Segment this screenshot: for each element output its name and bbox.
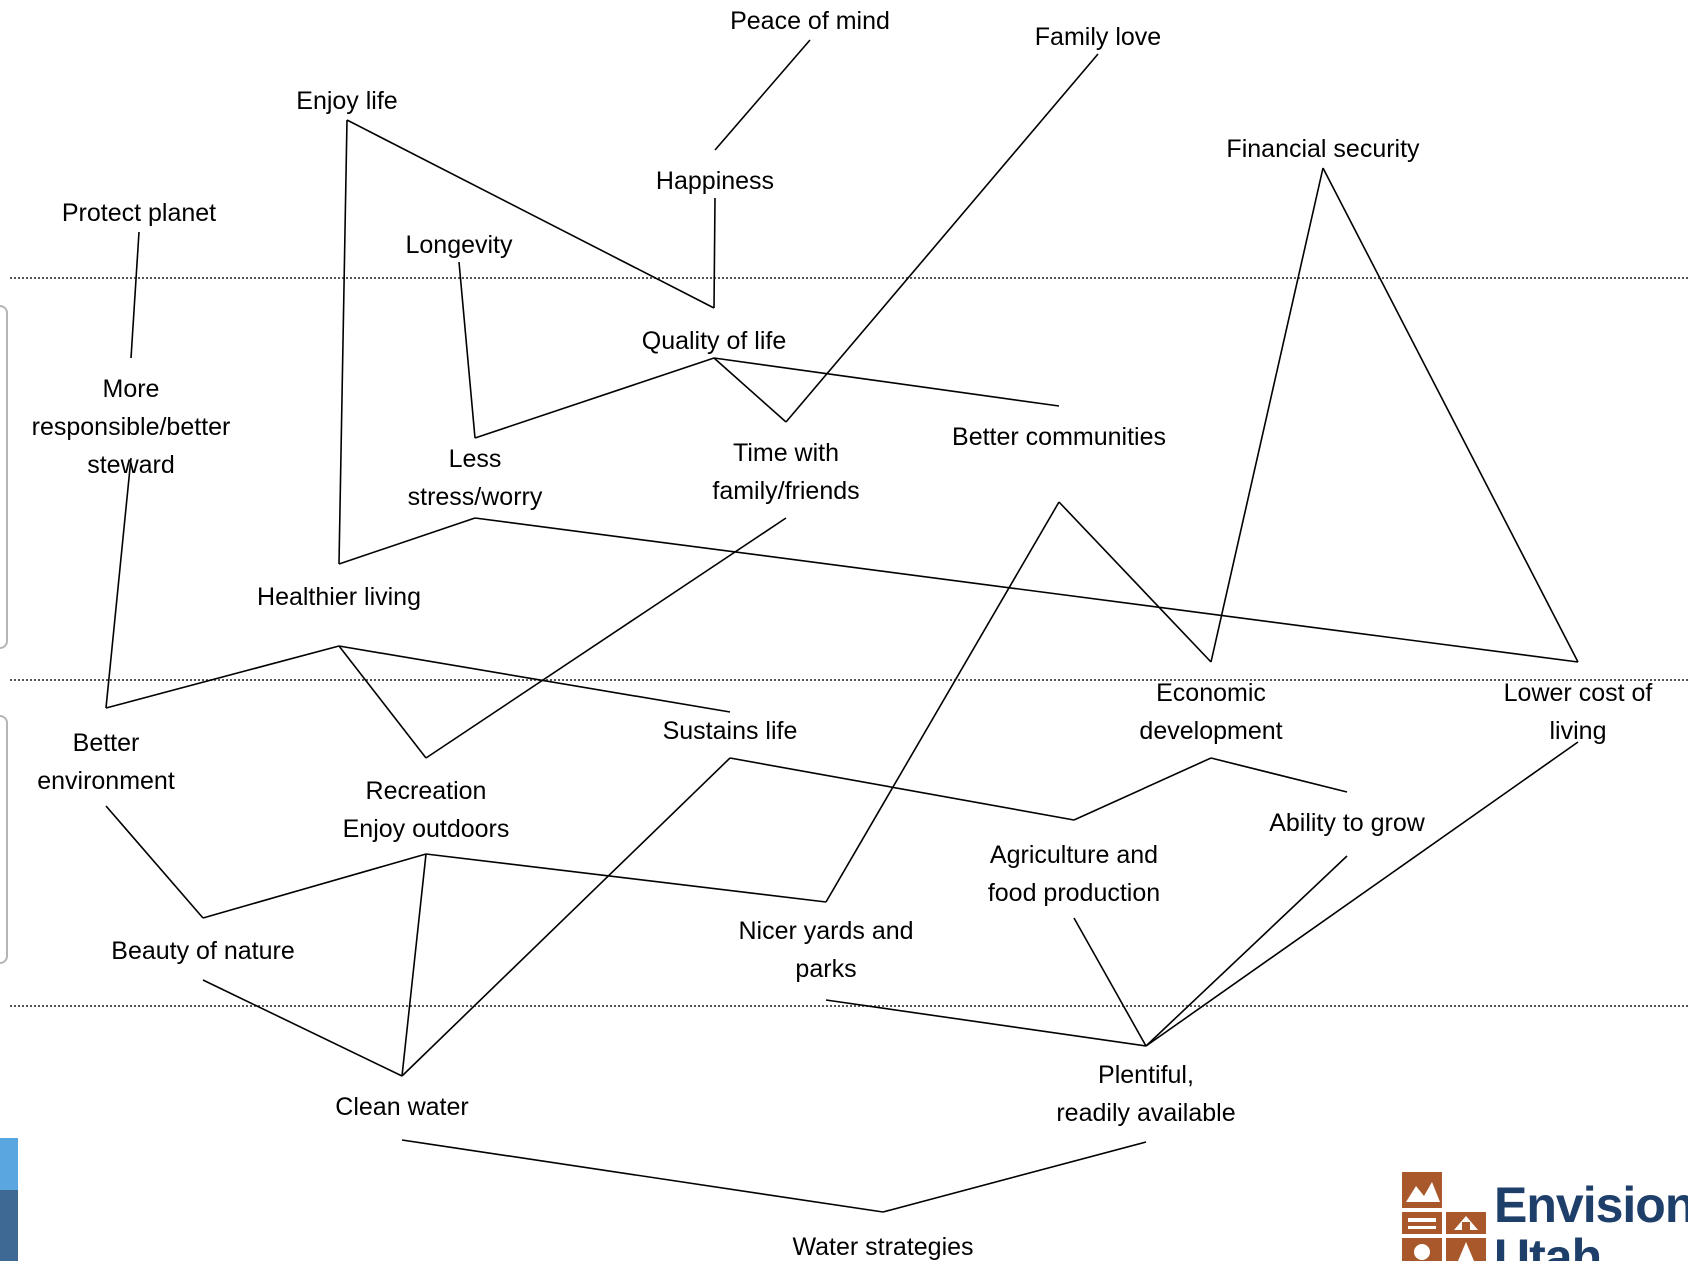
- connector-lower-cost-financial: [1322, 167, 1579, 663]
- connector-nicer-yards-better-comm: [825, 501, 1060, 903]
- left-panel-edge-upper: [0, 305, 8, 649]
- node-sustains: Sustains life: [662, 717, 798, 745]
- connector-responsible-protect: [130, 231, 140, 359]
- connector-econ-financial: [1210, 167, 1324, 663]
- node-ability: Ability to grow: [1269, 809, 1425, 837]
- node-water-strat: Water strategies: [792, 1233, 974, 1261]
- connector-beauty-recreation: [202, 853, 427, 919]
- connector-clean-water-recreation: [401, 853, 427, 1077]
- connector-quality-enjoy-life: [346, 119, 715, 309]
- node-time-family: Time with family/friends: [712, 439, 860, 505]
- logo-wordmark-line1: Envision: [1494, 1177, 1688, 1233]
- connector-time-family-family-love: [785, 53, 1099, 423]
- connector-water-strat-plentiful: [882, 1141, 1147, 1213]
- logo-wordmark-line2: Utah: [1494, 1229, 1602, 1261]
- connector-recreation-nicer-yards: [425, 853, 827, 903]
- connector-econ-ability: [1210, 757, 1348, 793]
- node-healthier: Healthier living: [257, 583, 421, 611]
- node-nicer-yards: Nicer yards and parks: [738, 917, 914, 983]
- node-happiness: Happiness: [655, 167, 775, 195]
- connector-healthier-less-stress: [338, 517, 476, 565]
- connector-quality-happiness: [713, 197, 716, 309]
- connector-better-env-responsible: [105, 457, 132, 709]
- connector-plentiful-nicer-yards: [825, 999, 1147, 1047]
- connector-happiness-peace: [714, 39, 811, 151]
- node-agriculture: Agriculture and food production: [987, 841, 1161, 907]
- connector-sustains-agriculture: [729, 757, 1075, 821]
- connector-clean-water-sustains: [401, 757, 731, 1077]
- diagram-connectors: [105, 39, 1579, 1213]
- node-lower-cost: Lower cost of living: [1503, 679, 1653, 745]
- connector-recreation-time-family: [425, 517, 787, 759]
- node-recreation: Recreation Enjoy outdoors: [342, 777, 510, 843]
- node-beauty: Beauty of nature: [111, 937, 295, 965]
- connector-plentiful-agriculture: [1073, 917, 1147, 1047]
- connector-water-strat-clean-water: [401, 1139, 884, 1213]
- node-family-love: Family love: [1034, 23, 1162, 51]
- node-enjoy-life: Enjoy life: [296, 87, 398, 115]
- connector-less-stress-longevity: [458, 261, 476, 439]
- node-econ: Economic development: [1139, 679, 1283, 745]
- node-responsible: More responsible/better steward: [31, 375, 231, 479]
- connector-clean-water-beauty: [202, 979, 403, 1077]
- connector-recreation-healthier: [338, 645, 427, 759]
- node-better-comm: Better communities: [952, 423, 1166, 451]
- connector-better-comm-econ: [1058, 501, 1212, 663]
- node-better-env: Better environment: [37, 729, 175, 795]
- connector-quality-time-family: [713, 357, 787, 423]
- connector-plentiful-lower-cost: [1145, 741, 1579, 1047]
- left-accent-bar-dark: [0, 1190, 18, 1261]
- node-financial: Financial security: [1226, 135, 1420, 163]
- connector-quality-better-comm: [713, 357, 1060, 407]
- node-quality: Quality of life: [641, 327, 787, 355]
- connector-better-env-healthier: [105, 645, 340, 709]
- logo-mark-icon: [1402, 1172, 1486, 1261]
- connector-less-stress-quality: [474, 357, 715, 439]
- node-peace: Peace of mind: [730, 7, 890, 35]
- connector-healthier-enjoy-life: [338, 119, 348, 565]
- left-panel-edge-lower: [0, 715, 8, 964]
- connector-plentiful-ability: [1145, 855, 1348, 1047]
- envision-utah-logo: Envision Utah: [1402, 1172, 1688, 1261]
- node-longevity: Longevity: [405, 231, 513, 259]
- node-protect: Protect planet: [61, 199, 217, 227]
- connector-less-stress-lower-cost: [474, 517, 1579, 663]
- node-plentiful: Plentiful, readily available: [1056, 1061, 1236, 1127]
- connector-agriculture-econ: [1073, 757, 1212, 821]
- node-clean-water: Clean water: [335, 1093, 469, 1121]
- connector-beauty-better-env: [105, 805, 204, 919]
- left-accent-bar-light: [0, 1138, 18, 1190]
- node-less-stress: Less stress/worry: [407, 445, 543, 511]
- connector-healthier-sustains: [338, 645, 731, 713]
